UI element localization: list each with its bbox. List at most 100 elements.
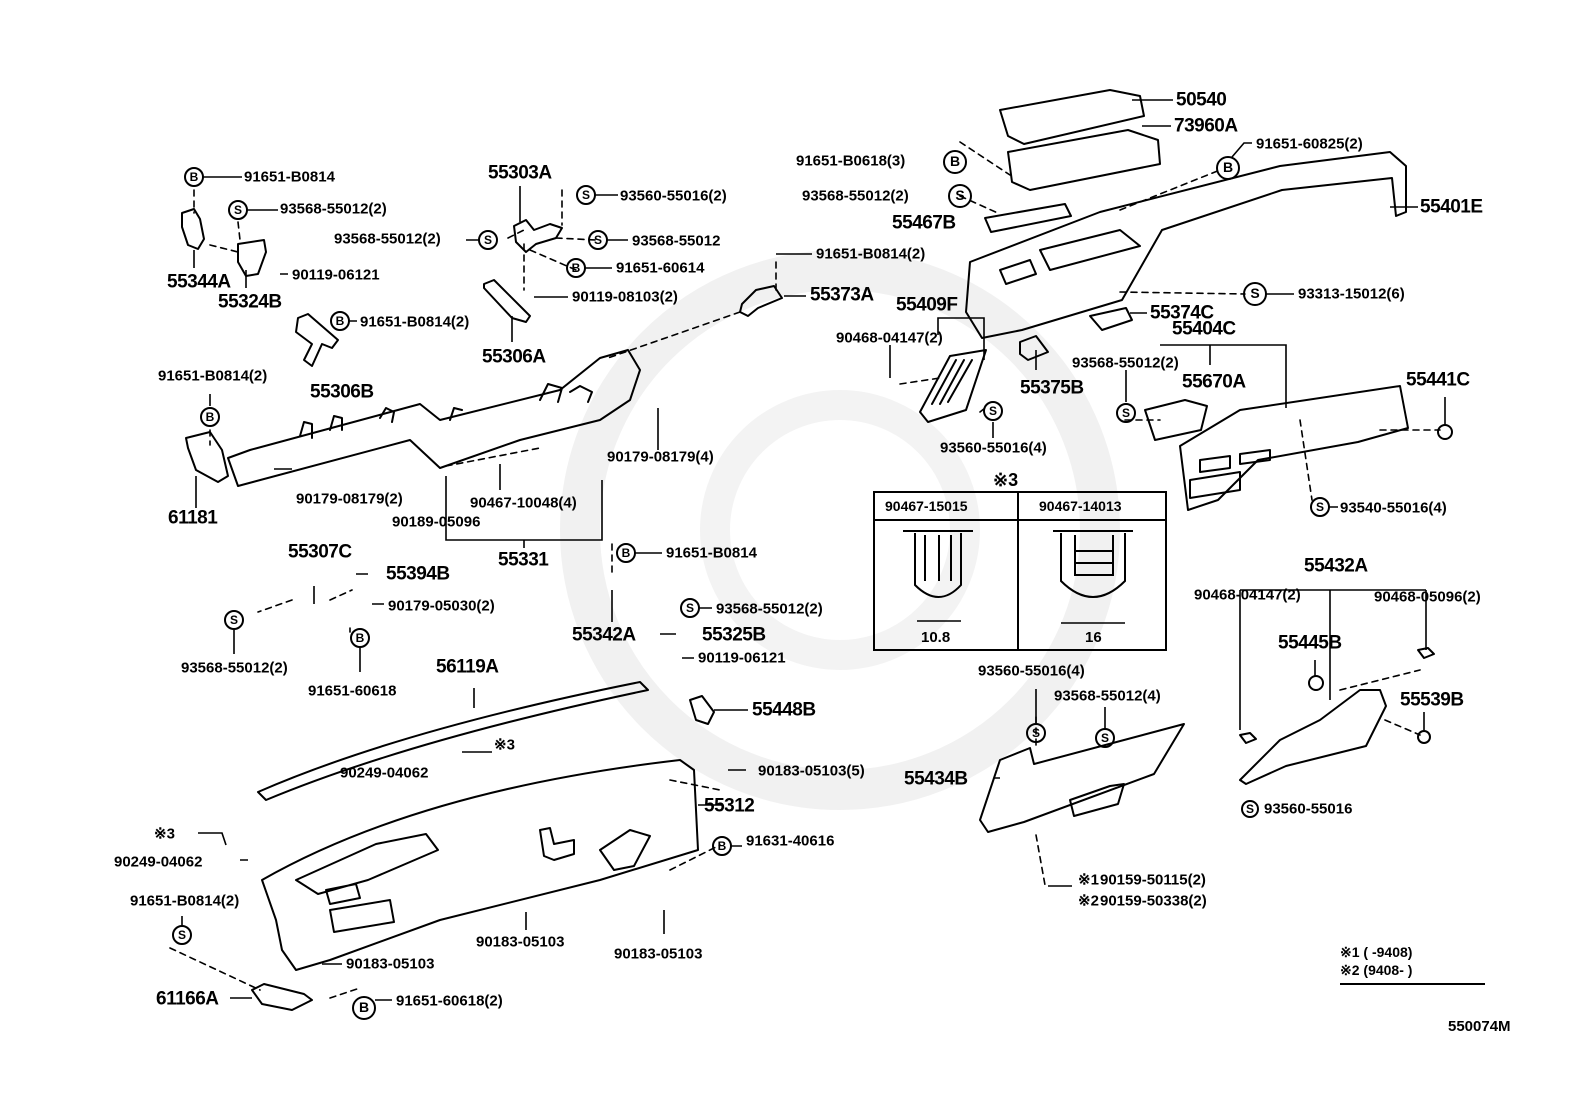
part-label: 91651-B0618(3) — [796, 152, 906, 170]
part-label: 90159-50115(2) — [1100, 871, 1206, 889]
part-label: 93560-55016 — [1264, 800, 1353, 818]
part-label: 55373A — [810, 284, 874, 306]
part-label: 55306B — [310, 381, 374, 403]
part-label: 93568-55012(2) — [334, 230, 441, 248]
svg-text:S: S — [594, 233, 602, 247]
part-label: 55448B — [752, 699, 816, 721]
part-label: 55342A — [572, 624, 636, 646]
screw-symbol — [1116, 403, 1136, 423]
part-label: 55344A — [167, 271, 231, 293]
svg-text:B: B — [718, 839, 727, 853]
bracket-55303a — [513, 219, 563, 253]
part-label: 55409F — [896, 294, 958, 316]
part-label: 61181 — [168, 507, 218, 529]
part-label: 55404C — [1172, 318, 1236, 340]
part-label: 90179-08179(2) — [296, 490, 403, 508]
bracket-55306b — [295, 313, 339, 367]
svg-text:S: S — [955, 187, 964, 203]
part-label: 55401E — [1420, 196, 1483, 218]
part-label: 55324B — [218, 291, 282, 313]
part-label: 61166A — [156, 988, 219, 1010]
part-label: 55306A — [482, 346, 546, 368]
part-label: 90183-05103 — [346, 955, 435, 973]
part-label: 91651-60825(2) — [1256, 135, 1363, 153]
part-label: 90189-05096 — [392, 513, 481, 531]
svg-text:B: B — [1223, 159, 1233, 175]
clip-dimension: 16 — [1085, 629, 1102, 646]
part-label: 50540 — [1176, 89, 1227, 111]
bracket-55375b — [1019, 335, 1049, 361]
part-label: 91651-60618(2) — [396, 992, 503, 1010]
screw-symbol — [1241, 800, 1259, 818]
part-label: 55432A — [1304, 555, 1368, 577]
reinforcement-beam — [227, 349, 641, 487]
part-label: 93568-55012(2) — [181, 659, 288, 677]
svg-text:B: B — [359, 999, 369, 1015]
part-label: 93568-55012(2) — [802, 187, 909, 205]
airbag-module-50540 — [999, 89, 1145, 145]
svg-text:B: B — [206, 410, 215, 424]
svg-text:B: B — [190, 170, 199, 184]
part-label: 90468-04147(2) — [1194, 586, 1301, 604]
note-mark: ※3 — [154, 825, 175, 843]
instrument-panel-pad-55401e — [965, 151, 1407, 339]
bolt-symbol — [352, 996, 376, 1020]
part-label: 55374C — [1150, 302, 1214, 324]
part-label: 93560-55016(2) — [620, 187, 727, 205]
bolt-symbol — [1216, 156, 1240, 180]
part-label: 91651-60618 — [308, 682, 397, 700]
part-label: 91651-B0814(2) — [360, 313, 470, 331]
part-label: 55331 — [498, 549, 549, 571]
part-label: 93568-55012(4) — [1054, 687, 1161, 705]
screw-symbol — [948, 184, 972, 208]
glove-compartment-55434b — [979, 723, 1185, 833]
part-label: 55375B — [1020, 377, 1084, 399]
screw-symbol — [983, 401, 1003, 421]
svg-text:B: B — [950, 153, 960, 169]
part-label: 90468-04147(2) — [836, 329, 943, 347]
part-label: 90183-05103 — [614, 945, 703, 963]
bracket-55324b — [237, 239, 267, 277]
knob-55445b — [1308, 675, 1324, 691]
sensor-55467b — [984, 203, 1072, 233]
brace-61166a — [251, 983, 313, 1011]
part-label: 93540-55016(4) — [1340, 499, 1447, 517]
part-label: 93560-55016(4) — [978, 662, 1085, 680]
part-label: 93560-55016(4) — [940, 439, 1047, 457]
svg-text:S: S — [230, 613, 238, 627]
clip-90468-05096 — [1417, 647, 1435, 659]
svg-text:B: B — [336, 314, 345, 328]
svg-text:S: S — [178, 928, 186, 942]
part-label: 55325B — [702, 624, 766, 646]
part-label: 55670A — [1182, 371, 1246, 393]
part-label: 55307C — [288, 541, 352, 563]
part-label: 55445B — [1278, 632, 1342, 654]
svg-text:B: B — [622, 546, 631, 560]
part-label: 90249-04062 — [340, 764, 429, 782]
part-label: 90119-06121 — [292, 266, 380, 284]
footnote-row-2: ※2 (9408- ) — [1340, 961, 1413, 978]
cluster-finish-55404c — [1179, 385, 1409, 511]
part-label: 73960A — [1174, 115, 1238, 137]
clip-90467-15015-icon — [903, 530, 973, 598]
part-label: 93568-55012(2) — [1072, 354, 1179, 372]
footnote-row-1: ※1 ( -9408) — [1340, 944, 1413, 960]
part-label: 91651-B0814(2) — [816, 245, 926, 263]
part-label: 56119A — [436, 656, 499, 678]
part-label: 90159-50338(2) — [1100, 892, 1207, 910]
svg-text:S: S — [1250, 285, 1259, 301]
part-label: 90179-08179(4) — [607, 448, 714, 466]
clip-part-number: 90467-14013 — [1039, 498, 1122, 514]
production-date-footnote: ※1 ( -9408) ※2 (9408- ) — [1340, 944, 1485, 985]
part-label: 55441C — [1406, 369, 1470, 391]
svg-text:S: S — [1246, 802, 1254, 816]
bracket-55374c — [1089, 307, 1133, 331]
clip-table-divider — [1017, 493, 1019, 649]
svg-text:B: B — [356, 631, 365, 645]
bracket-55373a — [739, 285, 783, 317]
part-label: 91651-B0814(2) — [130, 892, 240, 910]
part-label: 91631-40616 — [746, 832, 835, 850]
bezel-55432a — [1239, 689, 1387, 785]
svg-text:S: S — [1101, 731, 1109, 745]
airbag-73960a — [1007, 129, 1161, 191]
